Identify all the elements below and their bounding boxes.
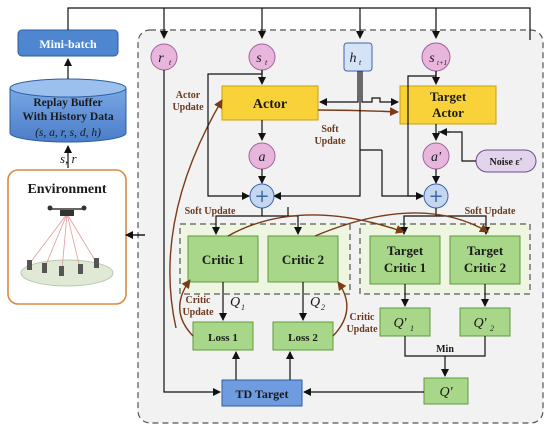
- critic-update-left-line2: Update: [182, 307, 214, 318]
- min-label: Min: [436, 344, 454, 355]
- q2-symbol: Q: [310, 295, 320, 310]
- q-prime-symbol: Q': [439, 385, 453, 400]
- loss1-label: Loss 1: [208, 332, 238, 344]
- q1-prime-symbol: Q': [393, 316, 407, 331]
- loss2-box: [272, 321, 334, 351]
- critic-update-right-line2: Update: [346, 324, 378, 335]
- critic-update-right-line1: Critic: [350, 312, 376, 323]
- q2-prime-symbol: Q': [473, 316, 487, 331]
- target-critic2-box: [449, 235, 521, 285]
- critic1-label: Critic 1: [202, 252, 244, 267]
- loss2-label: Loss 2: [288, 332, 318, 344]
- drone-icon: [20, 205, 114, 287]
- q1-subscript: 1: [241, 303, 245, 312]
- target-actor-label-line2: Actor: [432, 105, 464, 120]
- target-actor-box: [399, 85, 497, 125]
- replay-buffer-subtitle: With History Data: [22, 111, 113, 123]
- target-actor-label-line1: Target: [430, 89, 467, 104]
- env-output-label: s, r: [60, 151, 78, 166]
- critic1-box: [187, 235, 259, 283]
- history-symbol: h: [350, 51, 357, 66]
- replay-buffer: [9, 78, 127, 143]
- actor-label: Actor: [253, 97, 287, 112]
- replay-buffer-title: Replay Buffer: [33, 97, 102, 109]
- state-symbol: s: [256, 51, 262, 66]
- action-symbol: a: [259, 150, 266, 165]
- q-prime-box: [423, 377, 469, 405]
- history-subscript: t: [359, 58, 362, 67]
- target-critic1-label-line1: Target: [387, 243, 424, 258]
- reward-node: [150, 43, 178, 71]
- next-state-symbol: s: [429, 51, 435, 66]
- target-critic2-label-line1: Target: [467, 243, 504, 258]
- critic-update-left-line1: Critic: [186, 295, 212, 306]
- noise-label: Noise ε': [490, 157, 523, 168]
- td-target-box: [221, 379, 303, 407]
- td-target-label: TD Target: [235, 387, 288, 401]
- target-critic2-label-line2: Critic 2: [464, 260, 506, 275]
- actor-update-line1: Actor: [176, 90, 201, 101]
- soft-update-mid-line2: Update: [314, 136, 346, 147]
- environment-label: Environment: [27, 182, 106, 197]
- loss1-box: [192, 321, 254, 351]
- history-node: [343, 42, 373, 72]
- next-state-subscript: t+1: [437, 59, 447, 67]
- q1-prime-subscript: 1: [410, 324, 414, 333]
- minibatch-label: Mini-batch: [39, 37, 97, 51]
- state-subscript: t: [265, 58, 268, 67]
- replay-buffer-tuple: (s, a, r, s, d, h): [35, 127, 101, 139]
- target-action-symbol: a': [431, 150, 442, 165]
- q1-symbol: Q: [230, 295, 240, 310]
- q2-prime-subscript: 2: [490, 324, 494, 333]
- reward-subscript: t: [169, 58, 172, 67]
- target-critic1-label-line2: Critic 1: [384, 260, 426, 275]
- merge-node-right-plus: +: [428, 186, 443, 207]
- q1-prime-box: [379, 307, 431, 337]
- critic2-box: [267, 235, 339, 283]
- soft-update-mid-line1: Soft: [321, 124, 339, 135]
- q2-subscript: 2: [321, 303, 325, 312]
- soft-update-left-label: Soft Update: [185, 206, 236, 217]
- reward-symbol: r: [158, 51, 164, 66]
- actor-update-line2: Update: [172, 102, 204, 113]
- actor-box: [221, 85, 319, 121]
- merge-node-left-plus: +: [254, 186, 269, 207]
- soft-update-right-label: Soft Update: [465, 206, 516, 217]
- critic2-label: Critic 2: [282, 252, 324, 267]
- state-node: [248, 43, 276, 71]
